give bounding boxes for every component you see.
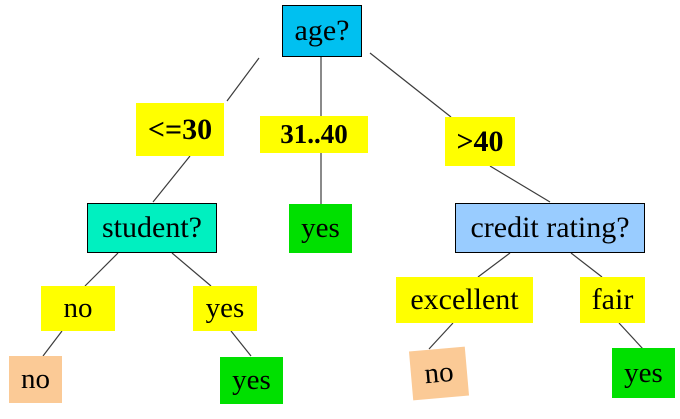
branch-label-no: no: [41, 286, 115, 331]
edge-age-gt40: [369, 52, 452, 118]
branch-label-yes: yes: [193, 286, 257, 331]
edge-gt40-credit: [489, 165, 551, 203]
leaf-no-left: no: [9, 356, 62, 403]
branch-label-excellent: excellent: [396, 277, 533, 323]
branch-label-gt40: >40: [445, 117, 515, 166]
edge-le30-student: [152, 155, 191, 203]
leaf-yes-left: yes: [220, 357, 283, 404]
branch-label-le30: <=30: [136, 103, 224, 156]
edge-age-le30: [226, 57, 260, 102]
edge-fair-leafyes: [618, 322, 644, 350]
edge-excellent-leafno: [428, 322, 454, 350]
branch-label-31-40: 31..40: [260, 116, 368, 153]
node-credit-rating: credit rating?: [455, 203, 645, 253]
edge-yes-leafyes: [230, 330, 252, 357]
edge-credit-excellent: [477, 252, 511, 278]
edge-credit-fair: [570, 252, 603, 278]
edge-student-yes: [171, 252, 212, 287]
branch-label-fair: fair: [580, 277, 645, 323]
leaf-yes-right: yes: [612, 348, 675, 398]
leaf-no-right: no: [408, 346, 470, 401]
edge-student-no: [84, 252, 119, 287]
node-student: student?: [87, 203, 217, 253]
leaf-yes-middle: yes: [289, 204, 352, 253]
node-age: age?: [282, 5, 362, 57]
edge-no-leafno: [42, 330, 63, 357]
